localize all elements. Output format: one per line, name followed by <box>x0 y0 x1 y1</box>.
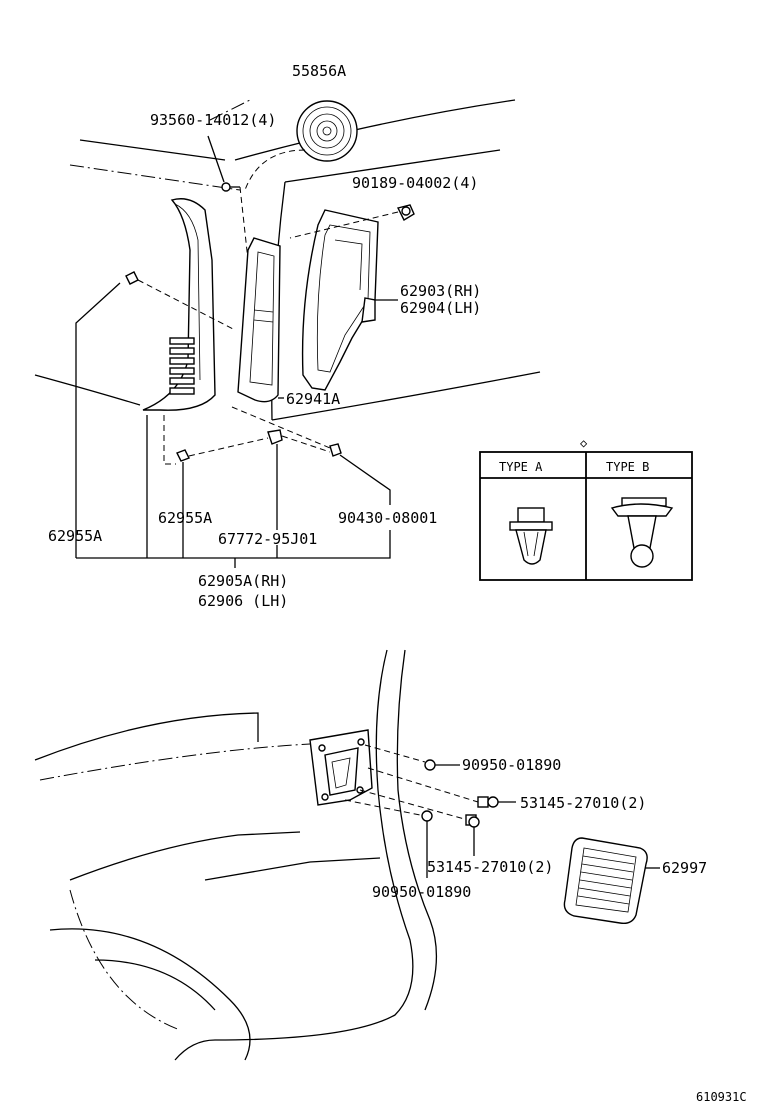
clip-62955a-mid-part <box>163 415 269 558</box>
label-plug-bottom: 90950-01890 <box>372 883 471 901</box>
label-clip-top: 90189-04002(4) <box>352 174 478 192</box>
table-header-type-a: TYPE A <box>499 460 543 474</box>
label-bolt-bottom: 53145-27010(2) <box>427 858 553 876</box>
plug-90950-bottom-part <box>421 810 433 878</box>
label-clip-right: 90430-08001 <box>338 509 437 527</box>
table-header-type-b: TYPE B <box>606 460 649 474</box>
trim-panel-62905a-part <box>142 198 216 411</box>
label-panel-rh: 62905A(RH) <box>198 572 288 590</box>
lower-assembly <box>34 649 660 1061</box>
label-screw: 93560-14012(4) <box>150 111 276 129</box>
table-symbol: ◇ <box>580 436 588 450</box>
plug-90950-top-part <box>424 759 460 771</box>
label-clip-mid: 62955A <box>158 509 212 527</box>
catalog-code: 610931C <box>696 1090 747 1104</box>
label-panel-lh: 62906 (LH) <box>198 592 288 610</box>
duct-62903-part <box>301 209 398 391</box>
clip-62955a-left-part <box>75 271 236 558</box>
label-bolt-top: 53145-27010(2) <box>520 794 646 812</box>
clip-90430-part <box>231 406 391 505</box>
bolt-53145-top-part <box>477 796 516 808</box>
lower-labels: 90950-01890 53145-27010(2) 53145-27010(2… <box>372 756 747 1104</box>
screw-93560-part <box>207 135 249 261</box>
vent-cover-62997-part <box>563 837 660 925</box>
bolt-53145-bottom-part <box>465 814 480 856</box>
clip-type-b-drawing <box>610 497 674 568</box>
grille-55856a-part <box>244 100 358 191</box>
clip-90189-part <box>289 204 415 239</box>
upper-labels: 55856A 93560-14012(4) 90189-04002(4) 629… <box>48 62 481 610</box>
label-vent-cover: 62997 <box>662 859 707 877</box>
clip-type-table: ◇ TYPE A TYPE B <box>479 436 693 581</box>
seal-62941a-part <box>237 237 284 403</box>
label-duct-rh: 62903(RH) <box>400 282 481 300</box>
clip-type-a-drawing <box>509 507 553 565</box>
label-seal: 62941A <box>286 390 340 408</box>
label-grille-top: 55856A <box>292 62 346 80</box>
fastener-67772-part <box>267 429 331 530</box>
label-duct-lh: 62904(LH) <box>400 299 481 317</box>
hinge-plate-part <box>309 729 479 821</box>
panel-louvers <box>169 337 195 395</box>
label-fastener: 67772-95J01 <box>218 530 317 548</box>
label-clip-left: 62955A <box>48 527 102 545</box>
label-plug-top: 90950-01890 <box>462 756 561 774</box>
upper-assembly <box>34 99 541 568</box>
